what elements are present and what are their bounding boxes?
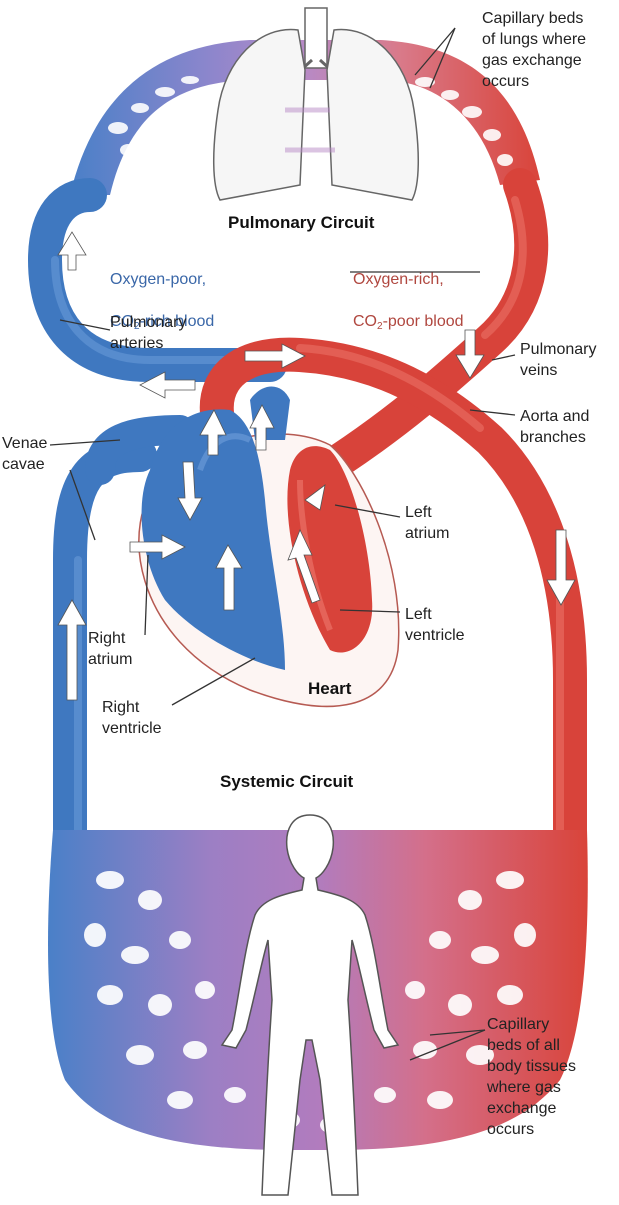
label-capillary-beds-body: Capillary beds of all body tissues where…: [487, 1016, 576, 1138]
co-text: CO: [353, 313, 377, 330]
venae-cavae: [53, 415, 195, 857]
label-left-ventricle: Left ventricle: [405, 606, 465, 644]
label-left-atrium: Left atrium: [405, 504, 450, 542]
lung-capillary-bed: [70, 40, 540, 195]
label-pulmonary-circuit: Pulmonary Circuit: [228, 213, 375, 232]
label-aorta-branches: Aorta and branches: [520, 408, 590, 446]
label-right-atrium: Right atrium: [88, 630, 133, 668]
label-oxygen-rich-blood: Oxygen-rich, CO2-poor blood: [353, 248, 464, 353]
poor-blood-text: -poor blood: [382, 313, 464, 330]
pulmonary-veins: [323, 168, 549, 477]
leader-lines: [49, 27, 516, 1061]
rich-blood-text: -rich blood: [139, 313, 215, 330]
label-pulmonary-arteries: Pulmonary arteries: [110, 314, 187, 352]
label-oxygen-rich-line2: CO2-poor blood: [353, 311, 464, 332]
label-oxygen-poor-line2: CO2-rich blood: [110, 311, 214, 332]
label-oxygen-poor-blood: Oxygen-poor, CO2-rich blood: [110, 248, 214, 353]
label-right-ventricle: Right ventricle: [102, 699, 162, 737]
co2-subscript: 2: [377, 321, 383, 332]
co-text: CO: [110, 313, 134, 330]
label-venae-cavae: Venae cavae: [2, 435, 48, 473]
label-oxygen-rich-line1: Oxygen-rich,: [353, 271, 444, 288]
lungs-icon: [213, 7, 419, 201]
flow-arrow-icon: [57, 231, 576, 701]
co2-subscript: 2: [134, 321, 140, 332]
pulmonary-arteries: [27, 178, 287, 382]
human-body-icon: [220, 814, 400, 1196]
label-systemic-circuit: Systemic Circuit: [220, 772, 354, 791]
label-heart: Heart: [308, 679, 352, 698]
label-capillary-beds-lungs: Capillary beds of lungs where gas exchan…: [482, 10, 587, 90]
label-oxygen-poor-line1: Oxygen-poor,: [110, 271, 207, 288]
label-pulmonary-veins: Pulmonary veins: [520, 341, 597, 379]
